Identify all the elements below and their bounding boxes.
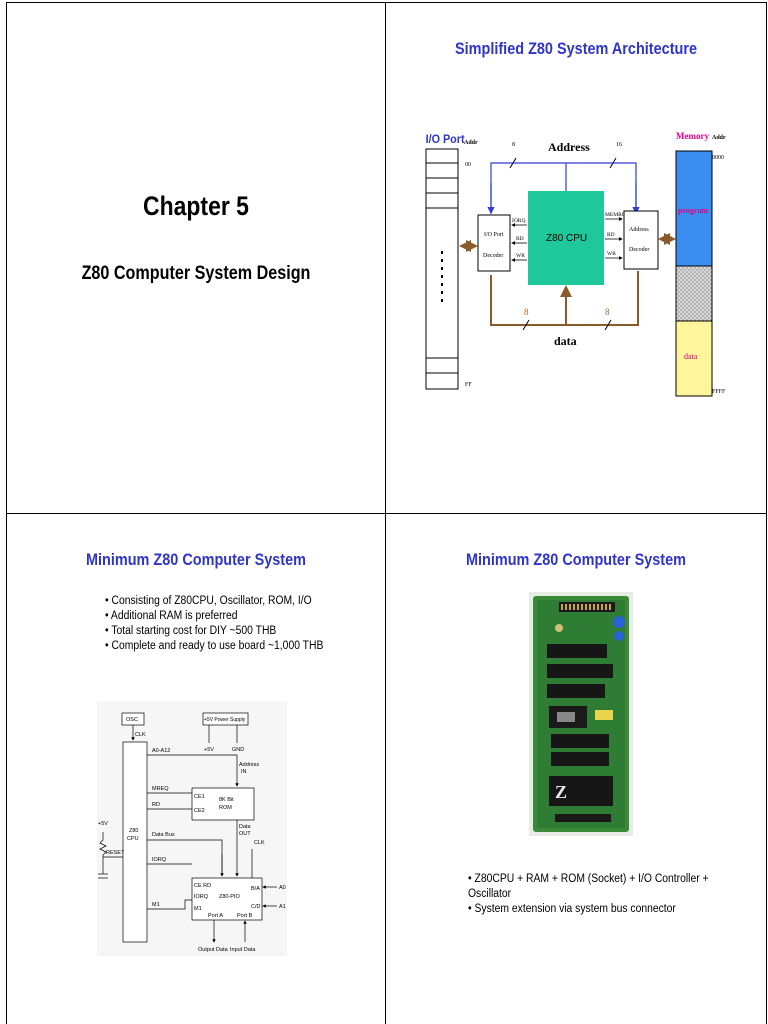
architecture-diagram: I/O Port Addr 00 FF Address 8 16 I/O Por… [425, 131, 726, 397]
address-in-label: Address [239, 762, 259, 768]
data-label: data [554, 334, 577, 348]
a0-label: A0 [279, 885, 286, 891]
slide-title: Simplified Z80 System Architecture [455, 39, 697, 58]
power-supply-label: +5V Power Supply [204, 717, 246, 723]
ce2-label: CE2 [194, 808, 205, 814]
list-item: Consisting of Z80CPU, Oscillator, ROM, I… [105, 594, 323, 609]
port-b-label: Port B [237, 913, 253, 919]
list-item: Additional RAM is preferred [105, 609, 323, 624]
pio-iorq: IORQ [194, 894, 209, 900]
address-decoder [623, 210, 659, 270]
list-item: Complete and ready to use board ~1,000 T… [105, 639, 324, 654]
plus5v-label: +5V [204, 747, 214, 753]
io-decoder-line2: Decoder [483, 253, 503, 259]
address-label: Address [548, 140, 590, 154]
reset-label: RESET [106, 850, 125, 856]
io-addr-start: 00 [465, 162, 471, 168]
mreq-label: MREQ [152, 786, 169, 792]
data-out-label-1: Data [239, 824, 252, 830]
mem-addr-start: 0000 [712, 155, 724, 161]
signal-wr-right: WR [607, 251, 616, 257]
signal-iorq: IORQ [512, 218, 525, 224]
bullet-list: Consisting of Z80CPU, Oscillator, ROM, I… [105, 594, 323, 654]
signal-rd-left: RD [516, 236, 524, 242]
cpu-label-2: CPU [127, 836, 139, 842]
memory-label: Memory [676, 131, 709, 141]
program-region-label: program [678, 206, 708, 215]
m1-label: M1 [152, 902, 160, 908]
osc-label: OSC [126, 717, 138, 723]
input-data-label: Input Data [230, 947, 256, 953]
chapter-title: Chapter 5 [143, 191, 249, 221]
address-width-io: 8 [512, 142, 515, 148]
slide-3: Minimum Z80 Computer System Consisting o… [6, 513, 386, 1024]
z80-schematic: OSC CLK +5V Power Supply +5V GND Z80 CPU… [97, 701, 287, 956]
list-item: System extension via system bus connecto… [468, 902, 736, 917]
in-label: IN [241, 769, 247, 775]
ce1-label: CE1 [194, 794, 205, 800]
pio-name: Z80-PIO [219, 894, 241, 900]
slide-1: Chapter 5 Z80 Computer System Design [6, 2, 386, 514]
slide-title: Minimum Z80 Computer System [465, 550, 686, 569]
mem-addr-end: FFFF [712, 389, 726, 395]
iorq-label: IORQ [152, 857, 167, 863]
data-width-left: 8 [524, 307, 529, 317]
slide-2: Simplified Z80 System Architecture I/O P… [385, 2, 767, 514]
io-port-label: I/O Port [426, 134, 465, 147]
clk2-label: CLK [254, 840, 265, 846]
data-region-label: data [684, 352, 698, 361]
board-chip-logo: Z [555, 782, 567, 802]
z80-cpu-label: Z80 CPU [546, 233, 587, 244]
addr-bus-label: A0-A12 [152, 748, 170, 754]
rom-label-1: 8K Bit [219, 797, 234, 803]
mem-addr-label: Addr [712, 135, 726, 141]
slide-title: Minimum Z80 Computer System [85, 550, 306, 569]
board-photo: Z [529, 592, 633, 836]
signal-rd-right: RD [607, 232, 615, 238]
addr-decoder-line2: Decoder [629, 247, 649, 253]
data-width-right: 8 [605, 307, 610, 317]
clk-label: CLK [135, 732, 146, 738]
pio-ce-rd: CE RD [194, 883, 211, 889]
io-port-stack [425, 148, 459, 390]
io-port-decoder [477, 214, 511, 272]
cpu-label-1: Z80 [129, 828, 138, 834]
addr-decoder-line1: Address [629, 227, 649, 233]
signal-wr-left: WR [516, 253, 525, 259]
signal-mreq: MEMRQ [605, 212, 626, 218]
rom-label-2: ROM [219, 805, 232, 811]
address-width-mem: 16 [616, 142, 622, 148]
list-item: Z80CPU + RAM + ROM (Socket) + I/O Contro… [468, 872, 736, 902]
slide-4: Minimum Z80 Computer System Z Z80CPU + R… [385, 513, 767, 1024]
data-bus-label: Data Bus [152, 832, 175, 838]
gnd-label: GND [232, 747, 244, 753]
z80-cpu-block [528, 191, 604, 285]
io-addr-label: Addr [464, 140, 478, 146]
chapter-subtitle: Z80 Computer System Design [81, 263, 311, 284]
port-a-label: Port A [208, 913, 223, 919]
vcc-left-label: +5V [98, 821, 108, 827]
rd-label: RD [152, 802, 160, 808]
cd-label: C/D [251, 904, 261, 910]
io-decoder-line1: I/O Port [484, 232, 504, 238]
data-bus-line [490, 271, 639, 326]
a1-label: A1 [279, 904, 286, 910]
list-item: Total starting cost for DIY ~500 THB [105, 624, 323, 639]
ba-label: B/A [251, 886, 260, 892]
data-out-label-2: OUT [239, 831, 251, 837]
output-data-label: Output Data [198, 947, 229, 953]
memory-map [675, 150, 713, 397]
bullet-list: Z80CPU + RAM + ROM (Socket) + I/O Contro… [468, 872, 736, 917]
io-addr-end: FF [465, 382, 472, 388]
pio-m1: M1 [194, 906, 202, 912]
